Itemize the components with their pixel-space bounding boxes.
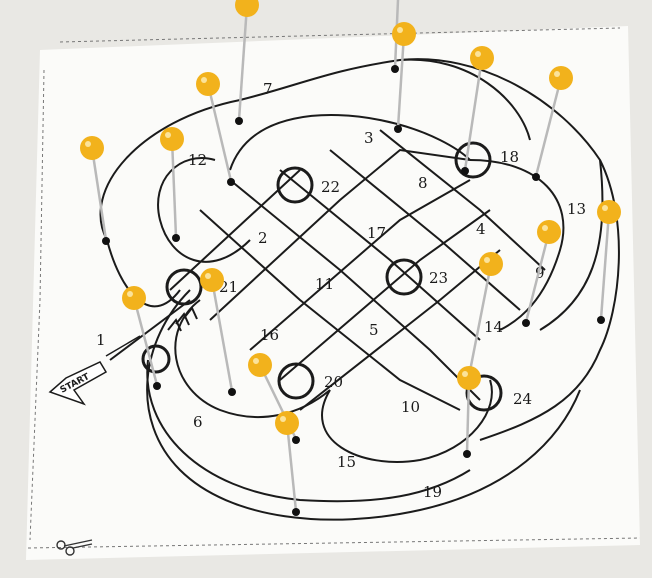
number-20: 20 bbox=[324, 373, 343, 391]
number-3: 3 bbox=[364, 129, 374, 147]
number-5: 5 bbox=[369, 321, 379, 339]
number-1: 1 bbox=[96, 331, 106, 349]
number-23: 23 bbox=[429, 269, 448, 287]
number-11: 11 bbox=[315, 275, 334, 293]
number-17: 17 bbox=[367, 224, 386, 242]
number-14: 14 bbox=[484, 318, 503, 336]
number-2: 2 bbox=[258, 229, 268, 247]
number-13: 13 bbox=[567, 200, 586, 218]
number-12: 12 bbox=[188, 151, 207, 169]
number-16: 16 bbox=[260, 326, 279, 344]
number-15: 15 bbox=[337, 453, 356, 471]
number-22: 22 bbox=[321, 178, 340, 196]
number-7: 7 bbox=[263, 80, 273, 98]
number-19: 19 bbox=[423, 483, 442, 501]
number-10: 10 bbox=[401, 398, 420, 416]
number-6: 6 bbox=[193, 413, 203, 431]
number-8: 8 bbox=[418, 174, 428, 192]
number-18: 18 bbox=[500, 148, 519, 166]
number-4: 4 bbox=[476, 220, 486, 238]
number-24: 24 bbox=[513, 390, 532, 408]
